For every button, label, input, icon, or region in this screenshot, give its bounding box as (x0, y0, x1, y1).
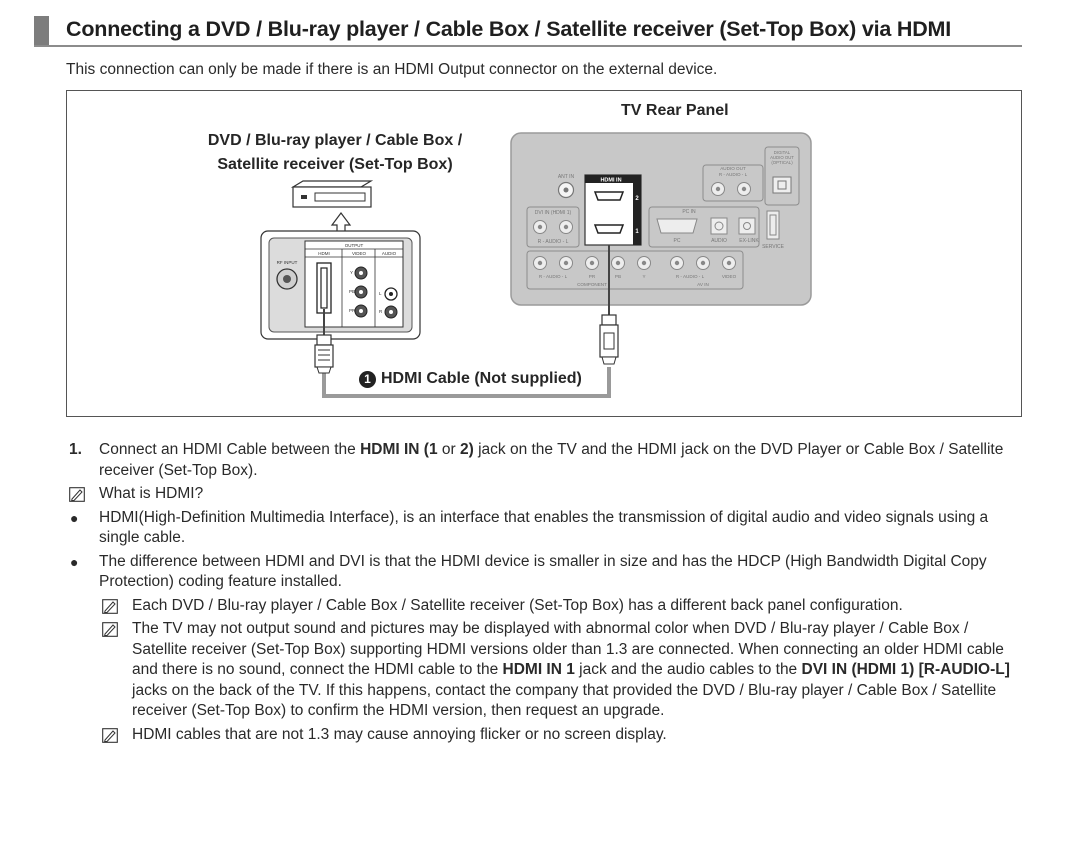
tv-rear-panel-label: TV Rear Panel (621, 102, 729, 119)
svg-text:(OPTICAL): (OPTICAL) (771, 160, 793, 165)
cable-label-text: HDMI Cable (Not supplied) (381, 370, 582, 387)
svg-text:R - AUDIO - L: R - AUDIO - L (539, 274, 568, 279)
bullet-icon: ● (70, 509, 79, 526)
svg-text:EX-LINK: EX-LINK (739, 238, 759, 244)
note-icon (102, 622, 118, 637)
note-icon (102, 598, 118, 614)
note-what-is-hdmi: What is HDMI? (66, 484, 1026, 505)
bullet-icon: ● (70, 553, 79, 570)
svg-text:PC IN: PC IN (682, 209, 696, 215)
svg-text:1: 1 (635, 229, 639, 235)
cable-label: 1 HDMI Cable (Not supplied) (356, 370, 585, 388)
svg-text:AUDIO: AUDIO (711, 238, 727, 244)
title-marker (34, 16, 49, 45)
svg-text:SERVICE: SERVICE (762, 244, 785, 250)
tv-rear-panel: ANT IN DVI IN (HDMI 1) R - AUDIO - L HDM… (510, 132, 812, 306)
svg-text:AUDIO OUT: AUDIO OUT (770, 155, 794, 160)
svg-text:ANT IN: ANT IN (558, 174, 575, 180)
svg-text:COMPONENT: COMPONENT (577, 282, 607, 287)
svg-text:L: L (379, 291, 382, 296)
instructions: 1. Connect an HDMI Cable between the HDM… (66, 440, 1026, 748)
hdmi-1-port (593, 224, 625, 234)
note-flicker: HDMI cables that are not 1.3 may cause a… (99, 725, 1026, 746)
note-hdmi-version: The TV may not output sound and pictures… (99, 619, 1026, 722)
svg-text:2: 2 (635, 196, 639, 202)
note-icon (69, 487, 85, 502)
svg-text:RF INPUT: RF INPUT (277, 260, 298, 265)
bullet-item: ● HDMI(High-Definition Multimedia Interf… (70, 508, 989, 547)
step-number: 1. (69, 441, 82, 458)
svg-text:PR: PR (589, 274, 596, 279)
page-title: Connecting a DVD / Blu-ray player / Cabl… (66, 17, 952, 41)
svg-text:Y: Y (350, 270, 353, 275)
svg-text:R - AUDIO - L: R - AUDIO - L (719, 172, 748, 177)
note-icon (102, 727, 118, 743)
svg-text:DVI IN (HDMI 1): DVI IN (HDMI 1) (535, 210, 572, 216)
cable-number-badge: 1 (359, 370, 376, 388)
svg-text:PB: PB (615, 274, 621, 279)
svg-text:AUDIO: AUDIO (382, 251, 397, 256)
section-header: Connecting a DVD / Blu-ray player / Cabl… (34, 16, 1022, 47)
hdmi-cable (314, 245, 619, 398)
svg-text:R: R (379, 309, 383, 314)
svg-text:Y: Y (642, 274, 645, 279)
bullet-item: ● The difference between HDMI and DVI is… (70, 552, 987, 591)
device-label: DVD / Blu-ray player / Cable Box / Satel… (207, 132, 463, 173)
connection-diagram: ANT IN DVI IN (HDMI 1) R - AUDIO - L HDM… (66, 90, 1022, 417)
svg-text:PC: PC (674, 238, 681, 244)
intro-text: This connection can only be made if ther… (66, 61, 718, 78)
svg-text:VIDEO: VIDEO (352, 251, 367, 256)
step-1: 1. Connect an HDMI Cable between the HDM… (69, 441, 1004, 479)
svg-text:HDMI IN: HDMI IN (600, 178, 621, 184)
svg-text:PR: PR (349, 308, 356, 313)
diagram-graphic: ANT IN DVI IN (HDMI 1) R - AUDIO - L HDM… (260, 132, 812, 398)
svg-text:AUDIO OUT: AUDIO OUT (720, 166, 746, 171)
svg-text:R - AUDIO - L: R - AUDIO - L (538, 239, 569, 245)
svg-text:HDMI: HDMI (318, 251, 330, 256)
svg-text:R - AUDIO - L: R - AUDIO - L (676, 274, 705, 279)
set-top-box-icon (290, 180, 374, 234)
svg-text:VIDEO: VIDEO (722, 274, 737, 279)
svg-text:AV IN: AV IN (697, 282, 709, 287)
hdmi-2-port (593, 191, 625, 201)
svg-text:PB: PB (349, 289, 355, 294)
note-back-panel: Each DVD / Blu-ray player / Cable Box / … (99, 596, 1026, 617)
device-back-panel: RF INPUT OUTPUT HDMI VIDEO AUDIO Y PB PR… (260, 230, 421, 340)
svg-text:OUTPUT: OUTPUT (345, 243, 364, 248)
svg-text:DIGITAL: DIGITAL (774, 150, 791, 155)
